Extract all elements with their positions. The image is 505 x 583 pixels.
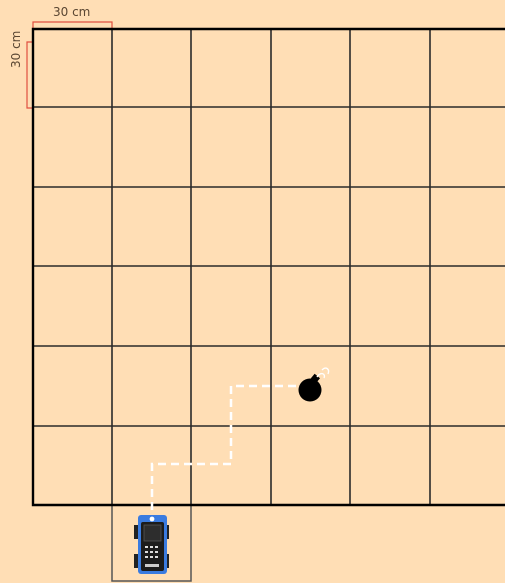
dimension-markers [27, 22, 112, 108]
bomb-icon [299, 368, 329, 401]
grid-border [33, 29, 505, 505]
horizontal-dimension-marker [33, 22, 112, 28]
grid [33, 28, 505, 505]
vertical-scale-label: 30 cm [9, 31, 23, 68]
robot-car-icon[interactable] [134, 515, 169, 574]
vertical-dimension-marker [27, 42, 32, 108]
horizontal-scale-label: 30 cm [53, 5, 90, 19]
route-path [152, 386, 302, 510]
